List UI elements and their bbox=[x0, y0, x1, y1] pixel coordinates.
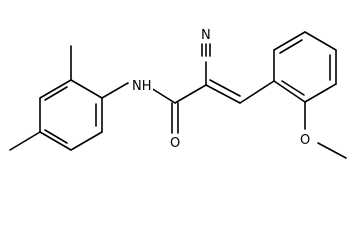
amide-nh-label: NH bbox=[131, 79, 153, 94]
vinyl-double-bond-a bbox=[205, 84, 241, 104]
aryl-n-bond bbox=[101, 82, 129, 99]
nitrile-nitrogen-label: N bbox=[200, 28, 212, 43]
methoxy-oxygen-label: O bbox=[299, 133, 312, 148]
methoxy-methyl-bond bbox=[317, 142, 347, 159]
carbonyl-alpha-bond bbox=[174, 84, 207, 104]
para-methyl-bond bbox=[9, 131, 41, 151]
methoxyphenyl-ring bbox=[273, 31, 337, 103]
bond-drawing bbox=[9, 31, 347, 159]
n-carbonyl-bond bbox=[150, 87, 176, 104]
vinyl-double-bond-b bbox=[209, 79, 241, 97]
carbonyl-oxygen-label: O bbox=[169, 136, 182, 151]
vinyl-aryl-bond bbox=[239, 80, 275, 104]
dimethylphenyl-ring bbox=[39, 79, 103, 151]
structure-diagram: N NH O O bbox=[9, 28, 347, 159]
